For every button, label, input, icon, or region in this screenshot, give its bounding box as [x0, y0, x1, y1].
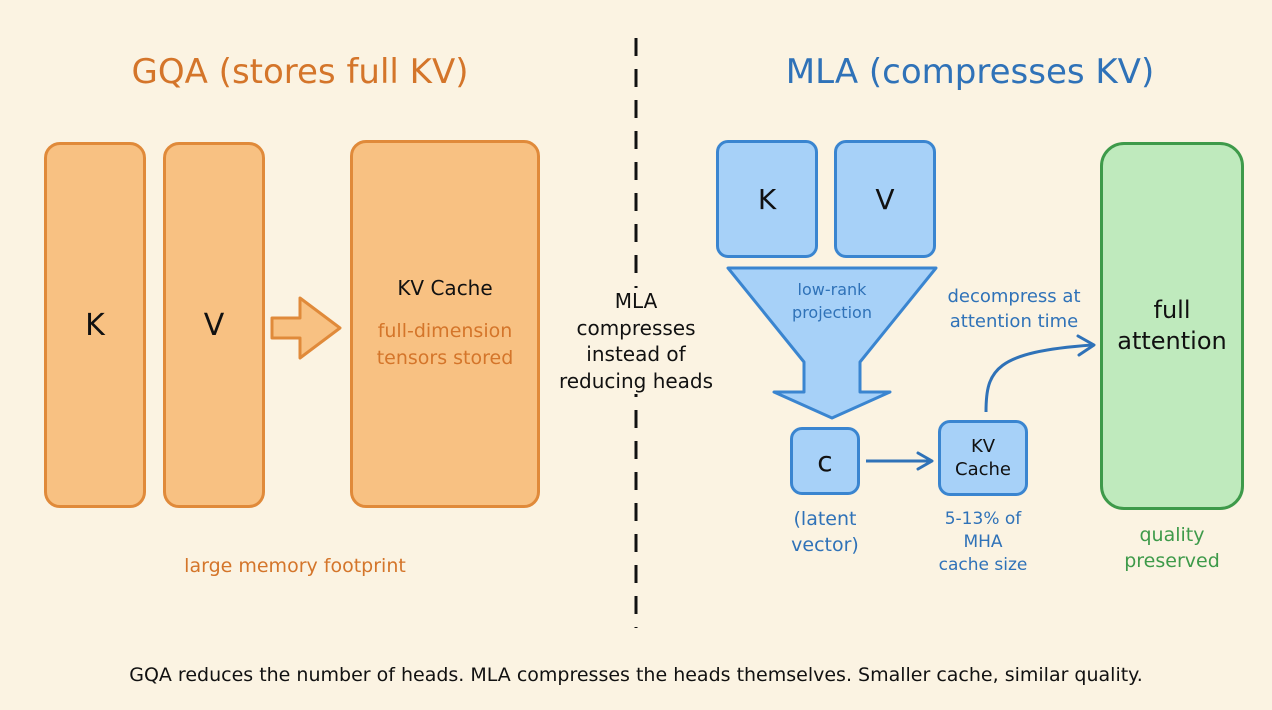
mla-v-label: V	[875, 182, 895, 216]
quality-caption-line1: quality	[1139, 524, 1205, 546]
middle-note-line1: MLA	[614, 289, 658, 313]
full-attention-block: full attention	[1100, 142, 1244, 510]
full-attention-line2: attention	[1117, 327, 1227, 355]
decompress-arrowhead-icon	[1076, 334, 1096, 357]
quality-caption: quality preserved	[1100, 523, 1244, 574]
bottom-caption: GQA reduces the number of heads. MLA com…	[129, 664, 1143, 686]
cache-size-note-line1: 5-13% of	[944, 509, 1022, 529]
mla-k-block: K	[716, 140, 818, 258]
gqa-cache-title: KV Cache	[397, 276, 493, 301]
decompress-label-line2: attention time	[949, 311, 1079, 333]
latent-caption-line2: vector)	[791, 533, 859, 556]
gqa-footnote: large memory footprint	[184, 555, 406, 577]
middle-note: MLA compresses instead of reducing heads	[546, 288, 726, 395]
decompress-label-line1: decompress at	[947, 286, 1081, 307]
mla-v-block: V	[834, 140, 936, 258]
cache-size-note-line3: cache size	[938, 554, 1028, 575]
cache-size-note: 5-13% of MHA cache size	[913, 508, 1053, 577]
mla-cache-line2: Cache	[955, 459, 1011, 480]
latent-c-block: c	[790, 427, 860, 495]
middle-note-line4: reducing heads	[558, 368, 714, 393]
gqa-title: GQA (stores full KV)	[131, 52, 469, 92]
c-to-cache-arrowhead-icon	[916, 451, 934, 471]
gqa-cache-desc-line1: full-dimension	[377, 320, 513, 343]
gqa-arrow-icon	[270, 296, 342, 360]
gqa-k-block: K	[44, 142, 146, 508]
funnel-label-line1: low-rank	[797, 280, 867, 299]
funnel-label: low-rank projection	[762, 278, 902, 324]
mla-title: MLA (compresses KV)	[785, 52, 1155, 92]
gqa-v-block: V	[163, 142, 265, 508]
gqa-kv-cache-block: KV Cache full-dimension tensors stored	[350, 140, 540, 508]
decompress-arrow	[984, 343, 1093, 413]
funnel-label-line2: projection	[792, 303, 872, 323]
quality-caption-line2: preserved	[1124, 549, 1220, 572]
latent-caption-line1: (latent	[793, 508, 857, 530]
funnel-icon	[726, 266, 938, 420]
middle-note-line2: compresses	[576, 315, 696, 340]
mla-k-label: K	[757, 182, 777, 216]
mla-cache-line1: KV	[970, 435, 996, 457]
latent-c-label: c	[817, 444, 833, 478]
full-attention-line1: full	[1153, 295, 1191, 324]
gqa-v-label: V	[203, 307, 225, 343]
latent-caption: (latent vector)	[765, 507, 885, 558]
gqa-k-label: K	[85, 307, 105, 343]
decompress-label: decompress at attention time	[926, 284, 1102, 334]
mla-kv-cache-block: KV Cache	[938, 420, 1028, 496]
middle-note-line3: instead of	[586, 342, 686, 367]
gqa-cache-desc-line2: tensors stored	[376, 347, 514, 369]
cache-size-note-line2: MHA	[963, 531, 1003, 552]
